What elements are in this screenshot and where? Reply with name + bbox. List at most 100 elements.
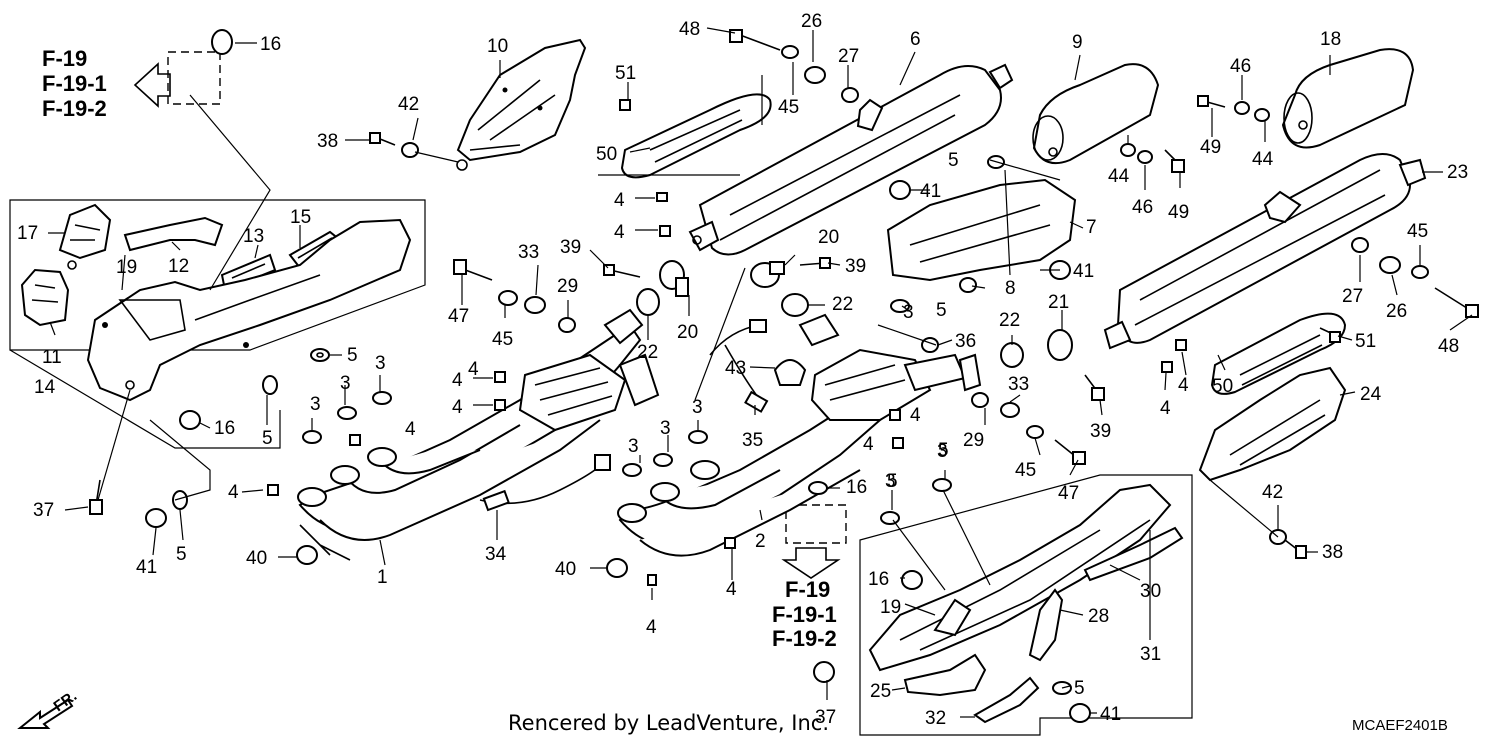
- nut[interactable]: [494, 371, 506, 383]
- bracket-28[interactable]: [1028, 588, 1064, 662]
- nut[interactable]: [267, 484, 279, 496]
- muffler-end-shield-50[interactable]: [620, 93, 772, 179]
- heat-guard-14[interactable]: [86, 218, 412, 402]
- muffler-cover-18[interactable]: [1281, 48, 1415, 149]
- bolt[interactable]: [729, 29, 781, 51]
- flange-nut[interactable]: [524, 296, 546, 314]
- mount-nut[interactable]: [1069, 703, 1091, 723]
- mount-nut[interactable]: [296, 545, 318, 565]
- bolt[interactable]: [1164, 149, 1185, 173]
- nut[interactable]: [1161, 361, 1173, 373]
- clamp-21[interactable]: [1047, 329, 1073, 361]
- bracket-19-right[interactable]: [933, 598, 972, 637]
- flange-nut[interactable]: [1000, 402, 1020, 418]
- o2-sensor-34[interactable]: [479, 454, 611, 512]
- heat-guard-12[interactable]: [123, 216, 224, 252]
- gasket-22-right[interactable]: [781, 293, 809, 317]
- washer[interactable]: [337, 406, 357, 420]
- washer[interactable]: [890, 299, 910, 313]
- nut[interactable]: [889, 409, 901, 421]
- gasket-22-far[interactable]: [1000, 342, 1024, 368]
- clamp-43[interactable]: [773, 359, 807, 386]
- exhaust-pipe-2[interactable]: [617, 313, 982, 557]
- bolt[interactable]: [603, 264, 641, 278]
- o2-sensor-35[interactable]: [709, 319, 769, 413]
- flange-nut[interactable]: [1351, 237, 1369, 253]
- gasket-22-left[interactable]: [636, 288, 660, 316]
- ref-f19-2-top[interactable]: F-19-2: [42, 96, 107, 121]
- clamp-20-right[interactable]: [750, 261, 785, 288]
- heat-guard-30[interactable]: [1083, 526, 1184, 582]
- flange-nut[interactable]: [781, 45, 799, 59]
- ref-f19-2-bottom[interactable]: F-19-2: [772, 626, 837, 651]
- washer[interactable]: [622, 463, 642, 477]
- flange-nut[interactable]: [841, 87, 859, 103]
- ref-f19-1-top[interactable]: F-19-1: [42, 71, 107, 96]
- washer[interactable]: [372, 391, 392, 405]
- heat-shield-10[interactable]: [456, 38, 587, 171]
- flange-nut[interactable]: [558, 317, 576, 333]
- nut[interactable]: [349, 434, 361, 446]
- mount-nut[interactable]: [145, 508, 167, 528]
- nut[interactable]: [724, 537, 736, 549]
- protector-bracket-17[interactable]: [58, 203, 112, 270]
- reference-block-bottom[interactable]: F-19 F-19-1 F-19-2: [772, 504, 847, 651]
- flange-nut[interactable]: [1120, 143, 1136, 157]
- bolt[interactable]: [619, 99, 631, 111]
- bracket-32[interactable]: [973, 676, 1040, 724]
- ref-f19-bottom[interactable]: F-19: [785, 577, 830, 602]
- washer[interactable]: [808, 481, 828, 495]
- mount-nut[interactable]: [889, 180, 911, 200]
- washer[interactable]: [172, 490, 188, 510]
- reference-block-top-left[interactable]: F-19 F-19-1 F-19-2: [42, 46, 221, 121]
- washer[interactable]: [262, 375, 278, 395]
- nut[interactable]: [656, 192, 668, 202]
- ref-f19-1-bottom[interactable]: F-19-1: [772, 602, 837, 627]
- bracket-11[interactable]: [20, 268, 70, 327]
- ref-f19-top[interactable]: F-19: [42, 46, 87, 71]
- mount-nut[interactable]: [179, 410, 201, 430]
- bolt[interactable]: [1284, 539, 1307, 559]
- flange-nut[interactable]: [1379, 256, 1401, 274]
- nut[interactable]: [659, 225, 671, 237]
- flange-nut[interactable]: [1411, 265, 1429, 279]
- nut[interactable]: [1175, 339, 1187, 351]
- mount-nut[interactable]: [211, 29, 233, 55]
- bolt[interactable]: [799, 257, 831, 269]
- mount-nut[interactable]: [606, 558, 628, 578]
- washer[interactable]: [880, 511, 900, 525]
- washer[interactable]: [310, 348, 330, 362]
- exhaust-pipe-1[interactable]: [297, 308, 660, 561]
- mount-nut[interactable]: [813, 661, 835, 683]
- washer[interactable]: [302, 430, 322, 444]
- bolt[interactable]: [369, 132, 396, 146]
- mount-nut[interactable]: [959, 277, 977, 293]
- muffler-23[interactable]: [1103, 153, 1427, 350]
- muffler-6[interactable]: [688, 63, 1014, 256]
- nut[interactable]: [647, 574, 657, 586]
- flange-nut[interactable]: [1254, 108, 1270, 122]
- flange-nut[interactable]: [1137, 150, 1153, 164]
- nut[interactable]: [494, 399, 506, 411]
- flange-nut[interactable]: [1026, 425, 1044, 439]
- bolt[interactable]: [1054, 439, 1086, 465]
- washer[interactable]: [688, 430, 708, 444]
- flange-nut[interactable]: [1234, 101, 1250, 115]
- bolt[interactable]: [1434, 287, 1479, 318]
- bolt[interactable]: [453, 259, 493, 281]
- washer[interactable]: [932, 478, 952, 492]
- bolt[interactable]: [89, 479, 103, 515]
- flange-nut[interactable]: [971, 392, 989, 408]
- heat-guard-7[interactable]: [886, 178, 1077, 282]
- heat-shield-24[interactable]: [1198, 366, 1347, 482]
- clamp-20-left[interactable]: [659, 260, 689, 297]
- flange-nut[interactable]: [401, 142, 419, 158]
- washer[interactable]: [653, 453, 673, 467]
- nut[interactable]: [892, 437, 904, 449]
- bolt[interactable]: [1084, 374, 1105, 401]
- bolt[interactable]: [1197, 95, 1226, 108]
- muffler-cover-9[interactable]: [1032, 63, 1160, 164]
- flange-nut[interactable]: [498, 290, 518, 306]
- bracket-25[interactable]: [903, 653, 987, 697]
- mount-nut[interactable]: [901, 570, 923, 590]
